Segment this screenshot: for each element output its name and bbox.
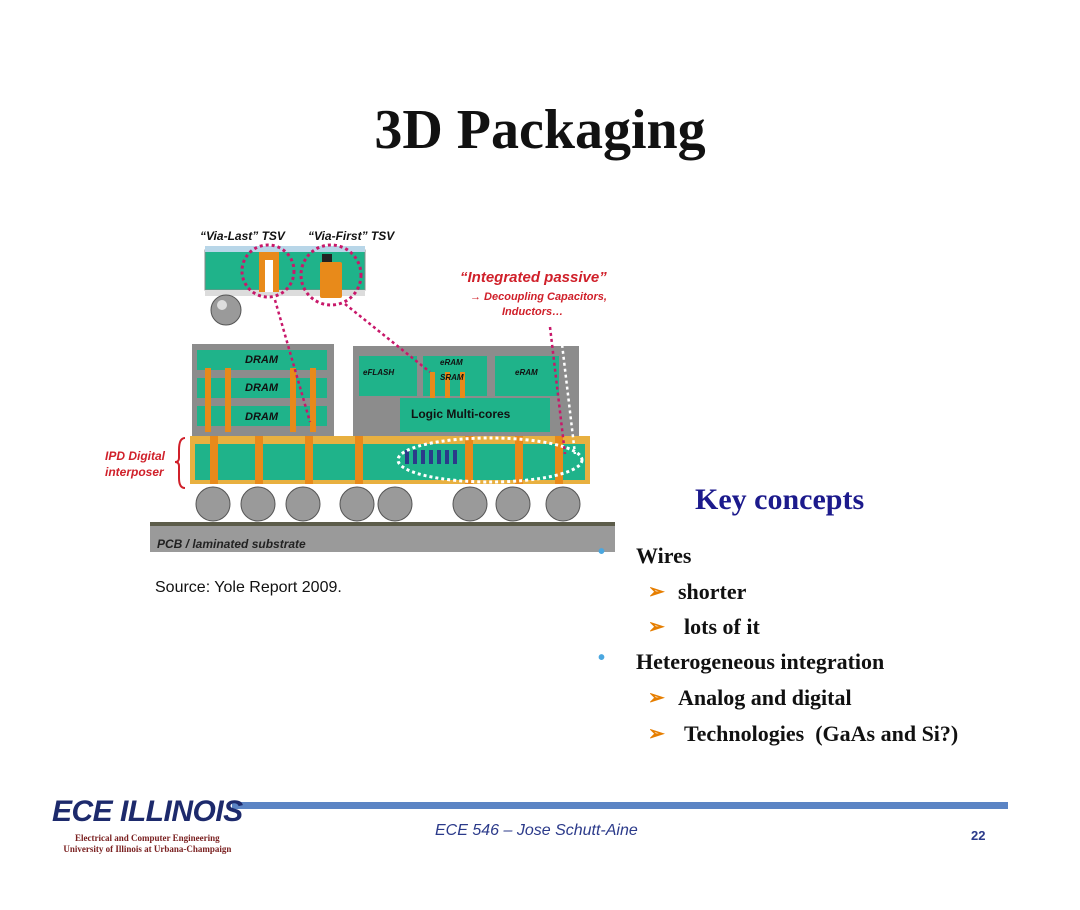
arrow-bullet-icon: ➢ — [648, 616, 665, 638]
via-first-label: “Via-First” TSV — [308, 229, 395, 243]
bullet-text: Wires — [636, 543, 692, 568]
solder-balls — [195, 486, 581, 522]
ece-illinois-logo: ECE ILLINOIS Electrical and Computer Eng… — [52, 795, 243, 855]
footer-divider — [232, 802, 1008, 809]
eflash-label: eFLASH — [363, 368, 394, 377]
arrow-bullet-icon: ➢ — [648, 581, 665, 603]
bullet-item-1: • Wires — [598, 541, 692, 569]
bullet-item-5: ➢ Analog and digital — [648, 685, 852, 711]
bullet-dot-icon: • — [598, 647, 606, 669]
integrated-passive-label: “Integrated passive” — [460, 269, 607, 286]
pcb-substrate — [150, 522, 615, 552]
logo-subtitle-2: University of Illinois at Urbana-Champai… — [63, 844, 232, 854]
interposer — [190, 436, 590, 484]
arrow-bullet-icon: ➢ — [648, 723, 665, 745]
bullet-item-6: ➢ Technologies (GaAs and Si?) — [648, 721, 958, 747]
ipd-label-2: interposer — [105, 465, 165, 479]
bullet-text: Technologies (GaAs and Si?) — [684, 721, 959, 746]
bullet-item-2: ➢ shorter — [648, 579, 746, 605]
tsv-cross-section — [204, 243, 366, 326]
pcb-label: PCB / laminated substrate — [157, 537, 306, 551]
page-number: 22 — [971, 828, 986, 843]
arrow-bullet-icon: ➢ — [648, 687, 665, 709]
source-caption: Source: Yole Report 2009. — [155, 579, 342, 596]
sram-label: SRAM — [440, 373, 464, 382]
bullet-dot-icon: • — [598, 541, 606, 563]
logo-text: ECE ILLINOIS — [52, 795, 243, 828]
dram-label-3: DRAM — [245, 411, 279, 423]
dram-label-1: DRAM — [245, 354, 279, 366]
bullet-text: Analog and digital — [678, 685, 852, 710]
inductors-label: Inductors… — [502, 306, 563, 318]
footer-course: ECE 546 – Jose Schutt-Aine — [435, 822, 638, 839]
logic-block — [353, 346, 579, 438]
decoupling-label: → Decoupling Capacitors, — [470, 291, 607, 303]
bullet-text: shorter — [678, 579, 747, 604]
bullet-text: Heterogeneous integration — [636, 649, 885, 674]
bullet-item-4: • Heterogeneous integration — [598, 647, 885, 675]
key-concepts-heading: Key concepts — [695, 483, 865, 516]
eram-label-1: eRAM — [440, 358, 463, 367]
logic-multicores-label: Logic Multi-cores — [411, 407, 511, 421]
bullet-text: lots of it — [684, 614, 760, 639]
3d-packaging-diagram: “Via-Last” TSV “Via-First” TSV “Integrat… — [95, 222, 625, 562]
dram-stack — [192, 344, 334, 436]
logo-subtitle-1: Electrical and Computer Engineering — [75, 833, 220, 843]
ipd-label-1: IPD Digital — [105, 449, 166, 463]
eram-label-2: eRAM — [515, 368, 538, 377]
bullet-item-3: ➢ lots of it — [648, 614, 760, 640]
via-last-label: “Via-Last” TSV — [200, 229, 286, 243]
dram-label-2: DRAM — [245, 382, 279, 394]
slide-title: 3D Packaging — [374, 99, 706, 161]
